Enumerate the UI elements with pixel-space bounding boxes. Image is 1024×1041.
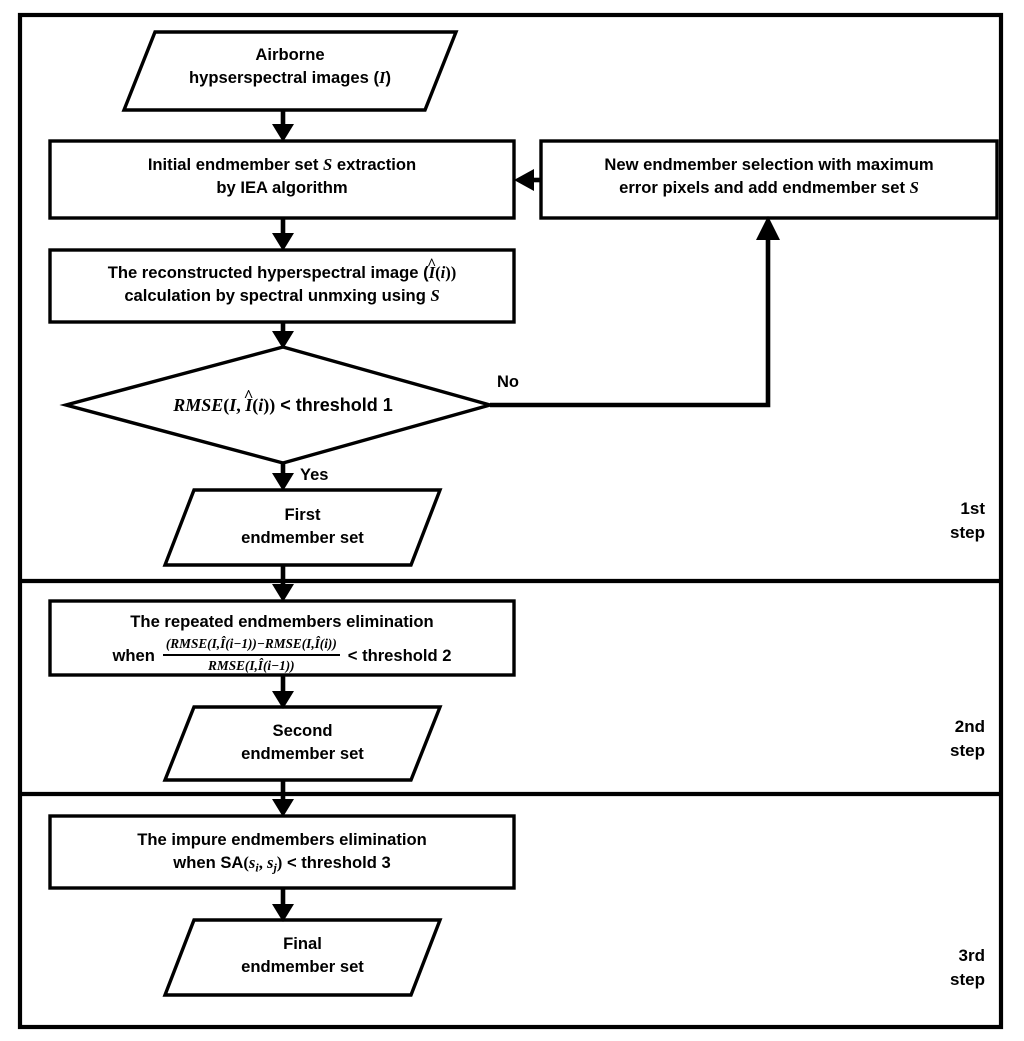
arrowhead-initial-to-reconstruct [272, 233, 294, 251]
node-repeated-elimination[interactable] [48, 599, 516, 677]
arrowhead-reconstruct-to-decision [272, 331, 294, 349]
arrowhead-decision-yes [272, 473, 294, 491]
arrowhead-impure-to-final [272, 904, 294, 922]
node-decision-rmse[interactable] [59, 345, 497, 465]
node-first-set[interactable] [162, 488, 443, 567]
node-impure-elimination[interactable] [48, 814, 516, 890]
outer-frame [17, 12, 1004, 1030]
arrowhead-feedback-up [756, 216, 780, 240]
edge-decision-no-feedback [490, 232, 771, 408]
node-input-images[interactable] [121, 30, 459, 112]
node-reconstruct[interactable] [48, 248, 516, 324]
node-initial-extraction[interactable] [48, 139, 516, 220]
arrowhead-repeated-to-second [272, 691, 294, 709]
arrowhead-first-to-repeated [272, 584, 294, 602]
node-new-endmember[interactable] [539, 139, 999, 220]
arrowhead-new-to-initial [514, 169, 534, 191]
arrowhead-second-to-impure [272, 799, 294, 817]
node-final-set[interactable] [162, 918, 443, 997]
node-second-set[interactable] [162, 705, 443, 782]
arrowhead-input-to-initial [272, 124, 294, 142]
